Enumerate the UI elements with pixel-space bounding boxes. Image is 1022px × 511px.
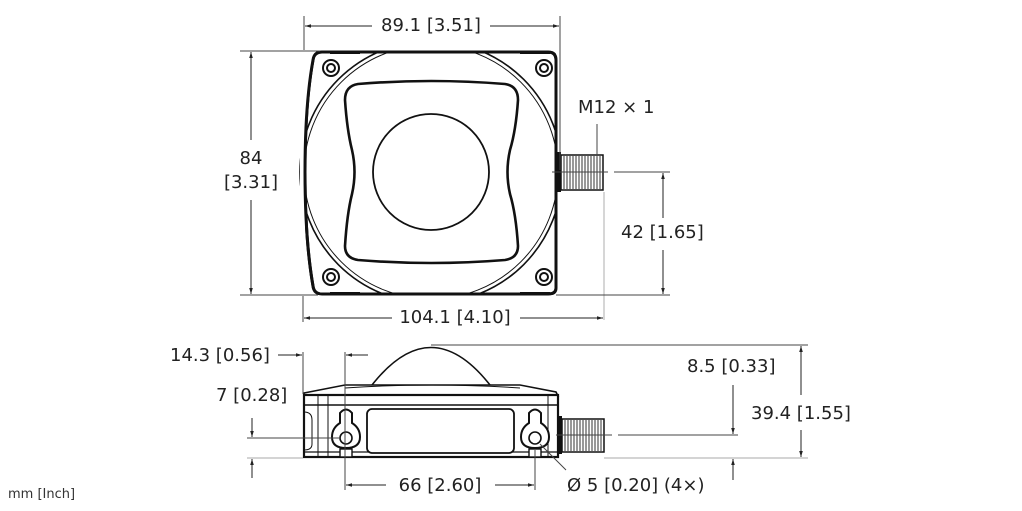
offset-dimension-label: 14.3 [0.56] [168,345,272,366]
hole-height-label: 7 [0.28] [214,385,290,406]
hole-spacing-label: 66 [2.60] [396,475,484,496]
connector-offset-label: 8.5 [0.33] [685,356,778,377]
keyhole-mount-right [519,408,551,458]
units-note: mm [Inch] [8,487,76,502]
connector-height-label: 42 [1.65] [619,222,706,243]
connector-thread-label: M12 × 1 [576,97,657,118]
side-view [247,344,808,490]
width-dimension-label: 89.1 [3.51] [379,15,483,36]
overall-height-label: 39.4 [1.55] [749,403,853,424]
top-view [240,16,670,322]
overall-width-label: 104.1 [4.10] [397,307,513,328]
side-dome [371,346,491,386]
height-dimension-label-mm: 84 [237,148,265,169]
height-dimension-label-inch: [3.31] [221,172,281,193]
dome [372,113,490,231]
hole-diameter-label: Ø 5 [0.20] (4×) [565,475,707,496]
corner-screws [322,59,553,286]
